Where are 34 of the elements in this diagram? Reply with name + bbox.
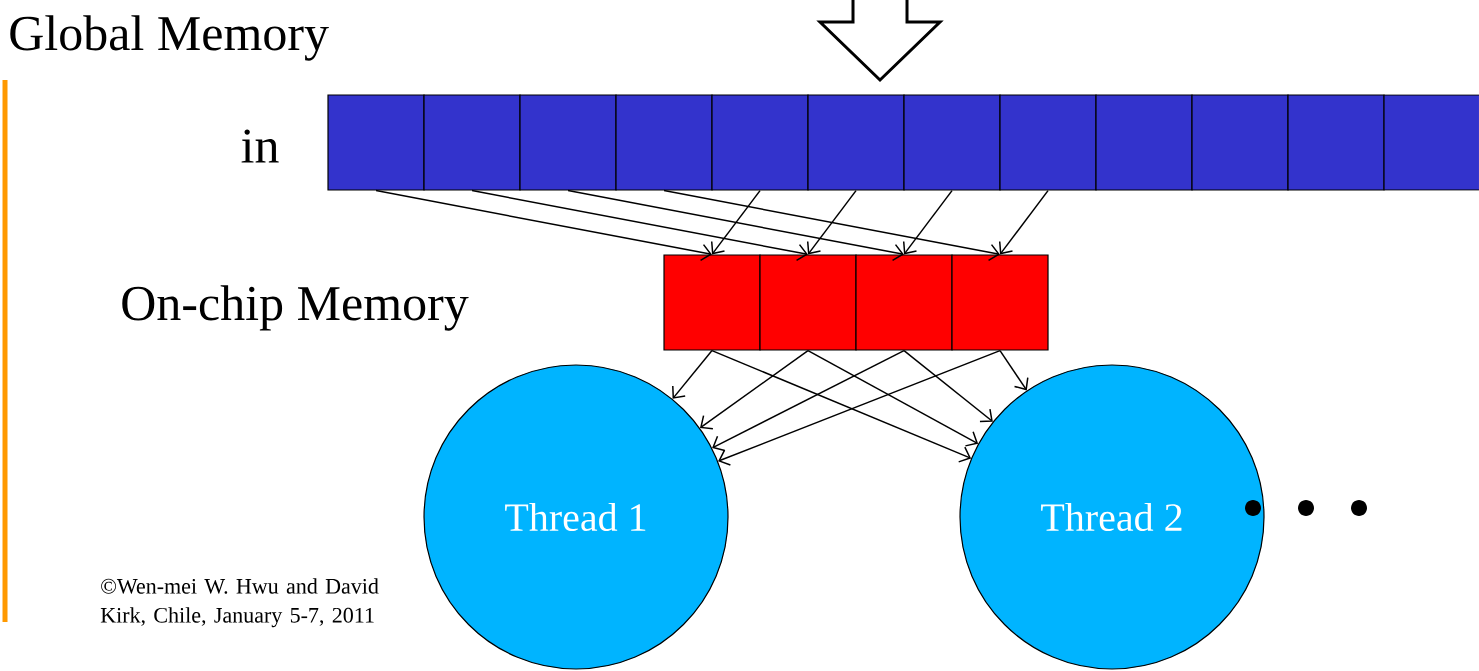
array-name: in (241, 129, 279, 163)
arrow (375, 189, 712, 262)
arrow (998, 189, 1049, 255)
memory-label: Global Memory (10, 15, 329, 61)
memory-cell (1383, 94, 1479, 191)
arrow (700, 349, 809, 430)
memory-cell (1095, 94, 1193, 191)
arrow (663, 189, 1000, 262)
memory-label: On-chip Memory (122, 285, 469, 331)
memory-cell (423, 94, 521, 191)
arrow (710, 189, 761, 255)
memory-cell (855, 254, 953, 351)
arrow (712, 349, 905, 452)
memory-cell (999, 94, 1097, 191)
arrow (807, 349, 979, 447)
arrow (806, 189, 857, 255)
arrow (902, 189, 953, 255)
memory-cell (807, 94, 905, 191)
memory-cell (519, 94, 617, 191)
arrow (903, 349, 993, 423)
arrow (999, 349, 1029, 391)
arrow (567, 189, 904, 262)
memory-cell (1287, 94, 1385, 191)
arrow (471, 189, 808, 262)
arrow (672, 349, 713, 399)
memory-cell (615, 94, 713, 191)
copyright-note: ©Wen-mei W. Hwu and David Kirk, Chile, January 5-7, 2011 (100, 578, 379, 628)
memory-cell (663, 254, 761, 351)
memory-cell (951, 254, 1049, 351)
memory-cell (1191, 94, 1289, 191)
memory-cell (903, 94, 1001, 191)
memory-cell (759, 254, 857, 351)
memory-cell (711, 94, 809, 191)
memory-cell (327, 94, 425, 191)
